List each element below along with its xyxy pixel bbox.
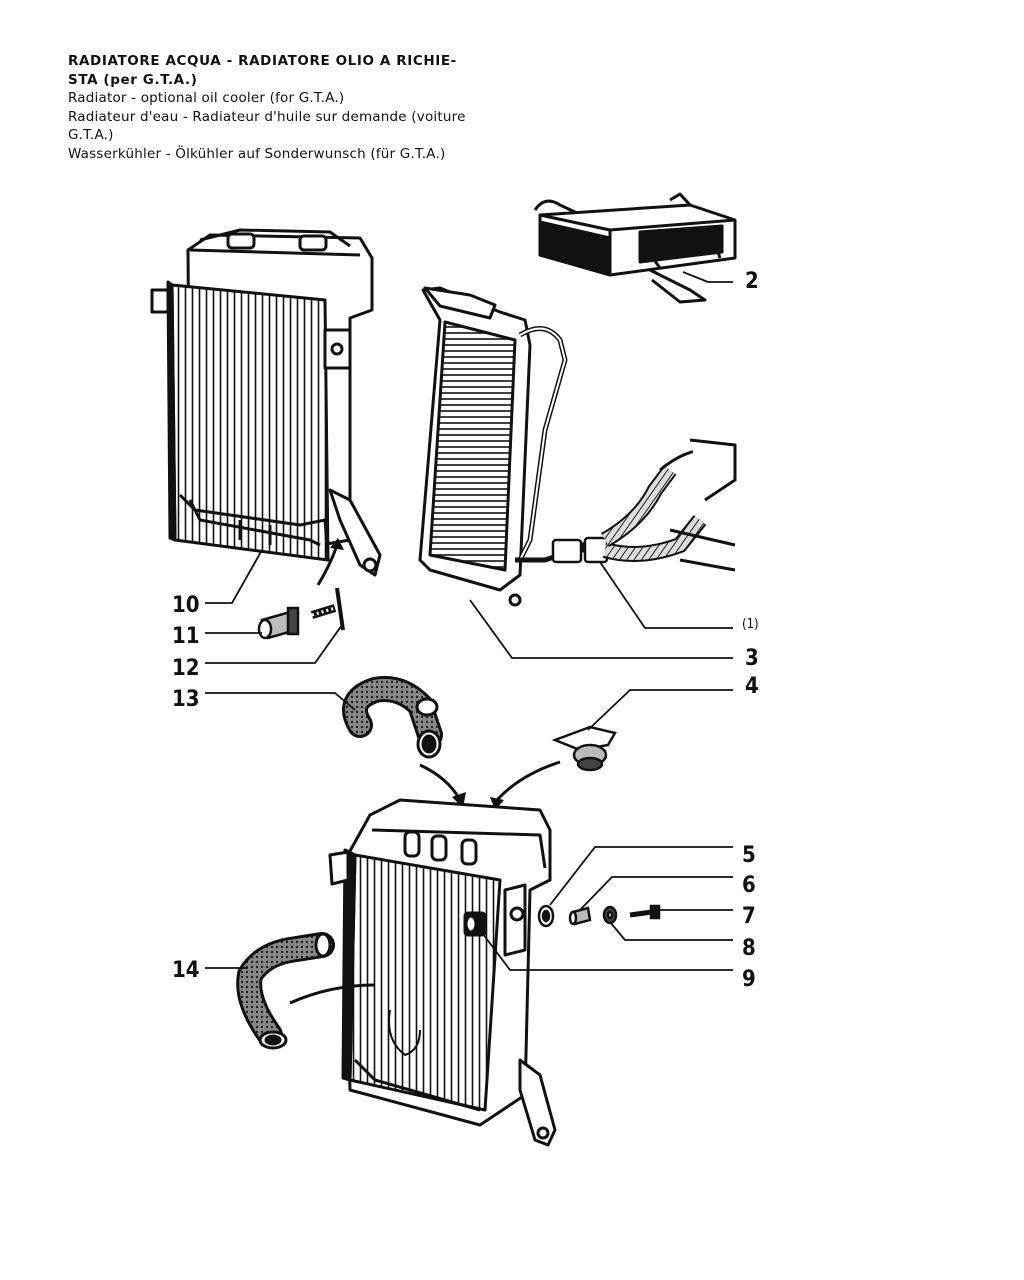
callout-7: 7 <box>742 904 756 929</box>
title-french-line-2: G.T.A.) <box>68 127 114 143</box>
radiator-cap <box>551 725 617 772</box>
callout-13: 13 <box>172 687 200 712</box>
washer-8 <box>602 905 618 925</box>
callout-10: 10 <box>172 593 200 618</box>
callout-12: 12 <box>172 656 200 681</box>
oil-cooler-shroud <box>533 192 737 304</box>
oil-lines <box>551 438 737 572</box>
callout-6: 6 <box>742 873 756 898</box>
title-block: RADIATORE ACQUA - RADIATORE OLIO A RICHI… <box>68 52 528 163</box>
callout-14: 14 <box>172 958 200 983</box>
drain-cock-pin <box>310 587 345 631</box>
radiator-upper <box>150 228 382 577</box>
title-french-line-1: Radiateur d'eau - Radiateur d'huile sur … <box>68 108 466 125</box>
callout-9: 9 <box>742 967 756 992</box>
callout-3: 3 <box>745 646 759 671</box>
leader-lines <box>205 271 733 971</box>
oil-cooler <box>418 286 568 607</box>
callout-5: 5 <box>742 843 756 868</box>
callout-4: 4 <box>745 674 759 699</box>
callout-8: 8 <box>742 936 756 961</box>
spacer-6 <box>568 906 592 926</box>
arrow-to-radiator <box>316 547 338 586</box>
arrow-head <box>490 797 504 810</box>
arrow-hose <box>419 763 462 801</box>
arrow-head <box>330 538 344 550</box>
arrow-lower-hose <box>289 983 376 1005</box>
lower-hose <box>236 932 335 1050</box>
arrow-cap <box>495 760 561 802</box>
washer-5 <box>537 904 555 928</box>
radiator-lower <box>328 798 557 1147</box>
title-german: Wasserkühler - Ölkühler auf Sonderwunsch… <box>68 145 446 162</box>
title-italian-line-1: RADIATORE ACQUA - RADIATORE OLIO A RICHI… <box>68 53 457 69</box>
drain-plug <box>257 606 300 640</box>
callout-1: (1) <box>742 617 759 632</box>
callout-11: 11 <box>172 624 200 649</box>
title-italian-line-2: STA (per G.T.A.) <box>68 71 198 88</box>
callout-2: 2 <box>745 269 759 294</box>
bolt-7 <box>629 904 661 920</box>
upper-hose <box>342 676 443 759</box>
title-english: Radiator - optional oil cooler (for G.T.… <box>68 90 345 106</box>
